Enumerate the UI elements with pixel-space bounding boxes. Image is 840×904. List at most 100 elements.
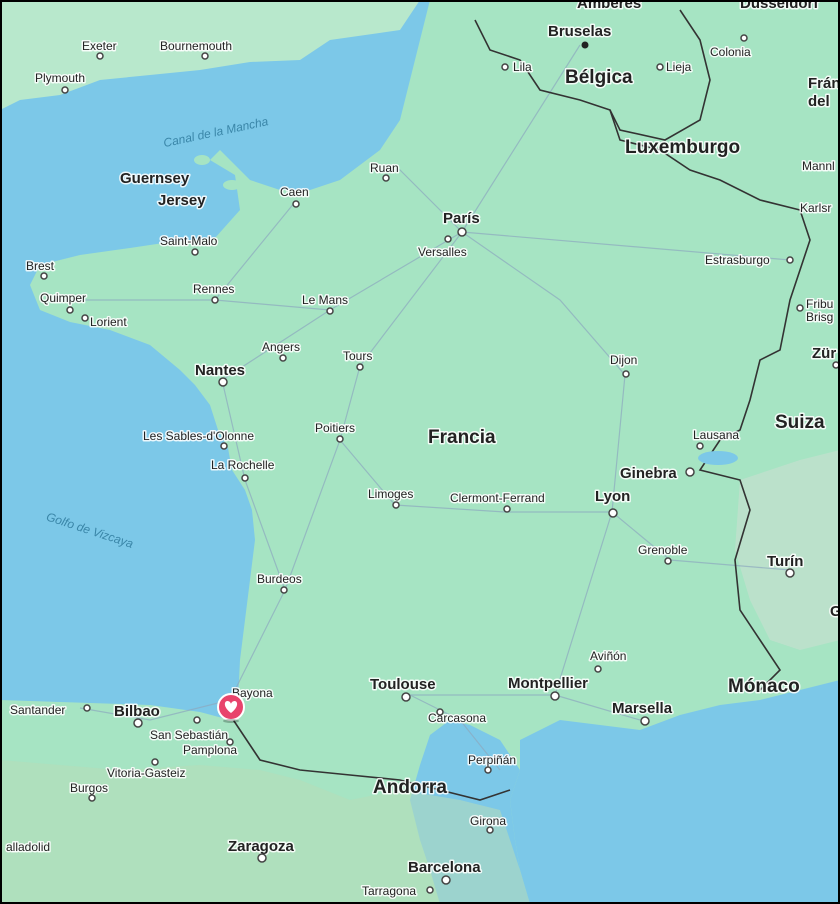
label-dijon: Dijon [610, 353, 637, 367]
label-dusseldorf: Düsseldorf [740, 0, 819, 12]
dot-burdeos [280, 586, 288, 594]
label-barcelona: Barcelona [408, 859, 481, 876]
label-guernsey: Guernsey [120, 170, 190, 187]
heart-pin-icon[interactable] [217, 693, 245, 723]
label-amberes: Amberes [577, 0, 641, 12]
dot-bruselas [581, 41, 589, 49]
dot-lyon [608, 508, 618, 518]
label-jersey: Jersey [158, 192, 206, 209]
label-le-mans: Le Mans [302, 293, 348, 307]
dot-pamplona [226, 738, 234, 746]
label-mann: Mannl [802, 159, 835, 173]
dot-bilbao [133, 718, 143, 728]
land-iberia [0, 760, 530, 904]
label-fribu-2: Brisg [806, 310, 833, 324]
land-great-britain [0, 0, 420, 110]
label-zaragoza: Zaragoza [228, 838, 295, 855]
label-rennes: Rennes [193, 282, 234, 296]
dot-vitoria [151, 758, 159, 766]
label-lila: Lila [513, 60, 532, 74]
label-san-sebastian: San Sebastián [150, 728, 228, 742]
label-santander: Santander [10, 703, 65, 717]
label-tarragona: Tarragona [362, 884, 416, 898]
label-nantes: Nantes [195, 362, 245, 379]
dot-sables [220, 442, 228, 450]
dot-perpinan [484, 766, 492, 774]
label-fran-2: del [808, 93, 830, 110]
label-versalles: Versalles [418, 245, 467, 259]
label-bournemouth: Bournemouth [160, 39, 232, 53]
country-borders [229, 9, 811, 801]
label-caen: Caen [280, 185, 309, 199]
label-andorra: Andorra [373, 777, 447, 798]
dot-san-sebastian [193, 716, 201, 724]
dot-montpellier [550, 691, 560, 701]
label-monaco: Mónaco [728, 676, 800, 697]
dot-ginebra [685, 467, 695, 477]
label-girona: Girona [470, 814, 506, 828]
label-bruselas: Bruselas [548, 23, 611, 40]
dot-santander [83, 704, 91, 712]
label-plymouth: Plymouth [35, 71, 85, 85]
land-alps [735, 450, 840, 650]
lake-geneva [698, 451, 738, 465]
sea-mediterranean [510, 680, 840, 904]
label-montpellier: Montpellier [508, 675, 588, 692]
dot-burgos [88, 794, 96, 802]
label-limoges: Limoges [368, 487, 413, 501]
dot-turin [785, 568, 795, 578]
label-lorient: Lorient [90, 315, 127, 329]
label-colonia: Colonia [710, 45, 751, 59]
dot-tours [356, 363, 364, 371]
label-avinon: Aviñón [590, 649, 626, 663]
label-fran-1: Frán [808, 75, 840, 92]
label-marsella: Marsella [612, 700, 673, 717]
dot-colonia [740, 34, 748, 42]
label-la-rochelle: La Rochelle [211, 458, 275, 472]
label-ginebra: Ginebra [620, 465, 677, 482]
dot-saint-malo [191, 248, 199, 256]
label-clermont: Clermont-Ferrand [450, 491, 545, 505]
dot-estrasburgo [786, 256, 794, 264]
dot-caen [292, 200, 300, 208]
label-paris: París [443, 210, 480, 227]
label-poitiers: Poitiers [315, 421, 355, 435]
small-city-markers: Exeter Bournemouth Colonia Plymouth Lila… [5, 34, 840, 900]
dot-lausana [696, 442, 704, 450]
dot-marsella [640, 716, 650, 726]
road-network [70, 44, 791, 771]
dot-fribu [796, 304, 804, 312]
label-vitoria: Vitoria-Gasteiz [107, 766, 185, 780]
label-bilbao: Bilbao [114, 703, 160, 720]
label-toulouse: Toulouse [370, 676, 436, 693]
label-bayona: Bayona [232, 686, 273, 700]
city-markers: Amberes Düsseldorf Bruselas París Nantes… [113, 0, 821, 885]
dot-brest [40, 272, 48, 280]
dot-tarragona [426, 886, 434, 894]
dot-le-mans [326, 307, 334, 315]
label-quimper: Quimper [40, 291, 86, 305]
label-lieja: Lieja [666, 60, 692, 74]
label-turin: Turín [767, 553, 803, 570]
dot-paris [457, 227, 467, 237]
dot-toulouse [401, 692, 411, 702]
label-burgos: Burgos [70, 781, 108, 795]
label-g-edge: G [830, 603, 840, 620]
dot-bournemouth [201, 52, 209, 60]
dot-lorient [81, 314, 89, 322]
label-pamplona: Pamplona [183, 743, 237, 757]
label-grenoble: Grenoble [638, 543, 688, 557]
dot-angers [279, 354, 287, 362]
dot-avinon [594, 665, 602, 673]
label-burdeos: Burdeos [257, 572, 302, 586]
label-luxemburgo: Luxemburgo [625, 137, 740, 158]
dot-limoges [392, 501, 400, 509]
dot-ruan [382, 174, 390, 182]
dot-lieja [656, 63, 664, 71]
dot-clermont [503, 505, 511, 513]
dot-barcelona [441, 875, 451, 885]
